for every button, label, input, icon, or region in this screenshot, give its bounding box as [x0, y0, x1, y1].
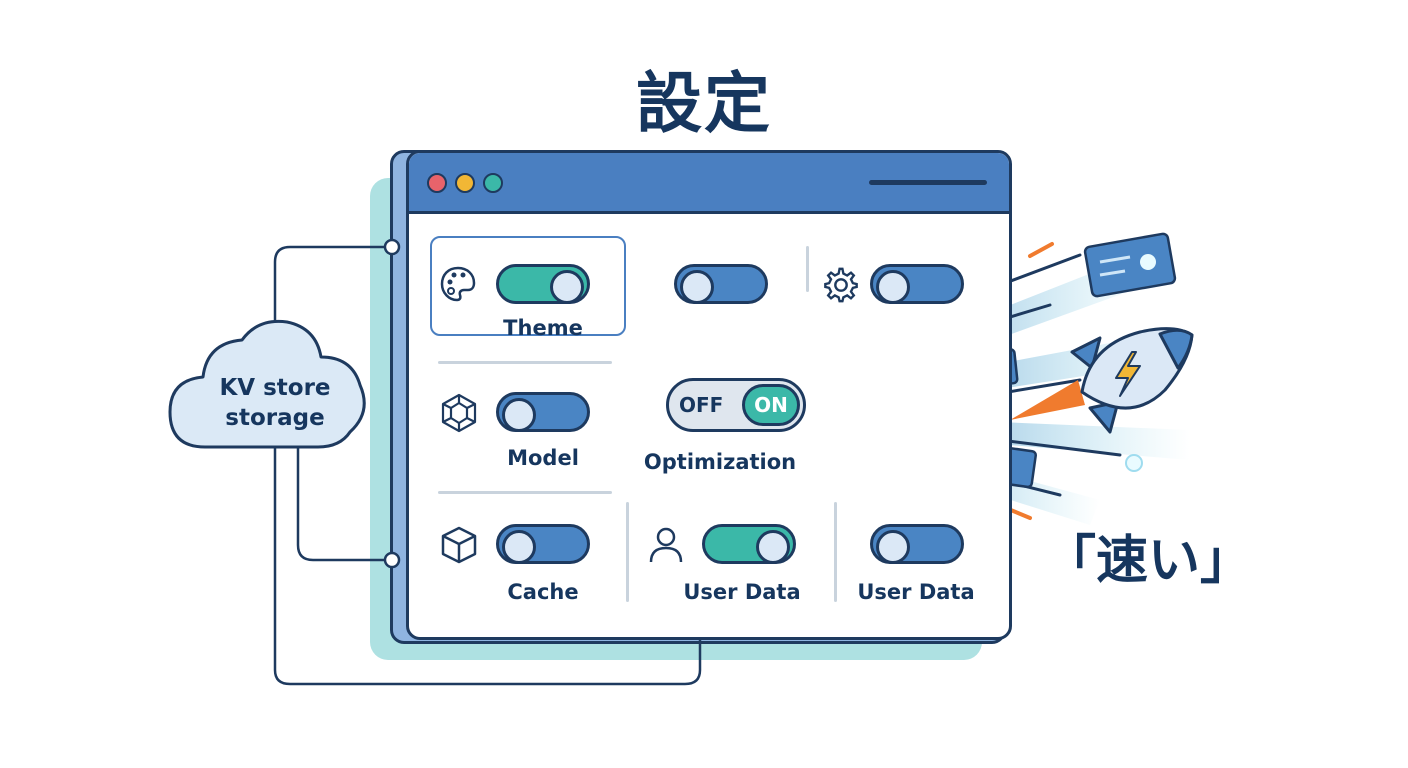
toggle-knob	[550, 270, 584, 304]
connector-node-top	[383, 238, 401, 256]
cloud-label-line1: KV store	[219, 375, 331, 401]
divider-row1	[438, 361, 612, 364]
cloud-label-line2: storage	[225, 405, 325, 431]
model-label: Model	[507, 446, 579, 470]
box-icon	[441, 526, 477, 564]
window-titlebar	[409, 153, 1009, 214]
rocket-icon	[1070, 327, 1194, 434]
palette-icon	[440, 266, 476, 302]
cloud-icon	[168, 319, 366, 449]
theme-toggle[interactable]	[496, 264, 590, 304]
connector-node-bottom	[383, 551, 401, 569]
titlebar-line	[869, 180, 987, 185]
divider-col-bottom-1	[626, 502, 629, 602]
divider-row2	[438, 491, 612, 494]
cache-toggle[interactable]	[496, 524, 590, 564]
divider-col-bottom-2	[834, 502, 837, 602]
user-data-label-1: User Data	[683, 580, 801, 604]
toggle-knob	[876, 530, 910, 564]
gear-icon	[824, 267, 858, 303]
toggle-knob	[876, 270, 910, 304]
close-dot[interactable]	[427, 173, 447, 193]
maximize-dot[interactable]	[483, 173, 503, 193]
optimization-on-knob: ON	[742, 384, 800, 426]
optimization-off-text: OFF	[679, 393, 724, 417]
toggle-knob	[502, 530, 536, 564]
user-data-label-2: User Data	[857, 580, 975, 604]
unlabeled-toggle[interactable]	[674, 264, 768, 304]
toggle-knob	[502, 398, 536, 432]
optimization-toggle[interactable]: OFF ON	[666, 378, 806, 432]
toggle-knob	[680, 270, 714, 304]
toggle-knob	[756, 530, 790, 564]
model-cube-icon	[441, 393, 477, 433]
theme-setting-card	[430, 236, 626, 336]
cloud-label: KV store storage	[200, 373, 350, 433]
cache-label: Cache	[507, 580, 579, 604]
fast-callout: 「速い」	[1044, 531, 1253, 591]
optimization-label: Optimization	[643, 450, 797, 474]
page-title: 設定	[636, 65, 772, 142]
user-icon	[649, 527, 683, 563]
theme-label: Theme	[503, 316, 583, 340]
connector-lines	[273, 245, 702, 686]
gear-toggle[interactable]	[870, 264, 964, 304]
rocket-flame	[1010, 380, 1085, 420]
model-toggle[interactable]	[496, 392, 590, 432]
user-data-toggle-1[interactable]	[702, 524, 796, 564]
divider-col-top	[806, 246, 809, 292]
user-data-toggle-2[interactable]	[870, 524, 964, 564]
minimize-dot[interactable]	[455, 173, 475, 193]
